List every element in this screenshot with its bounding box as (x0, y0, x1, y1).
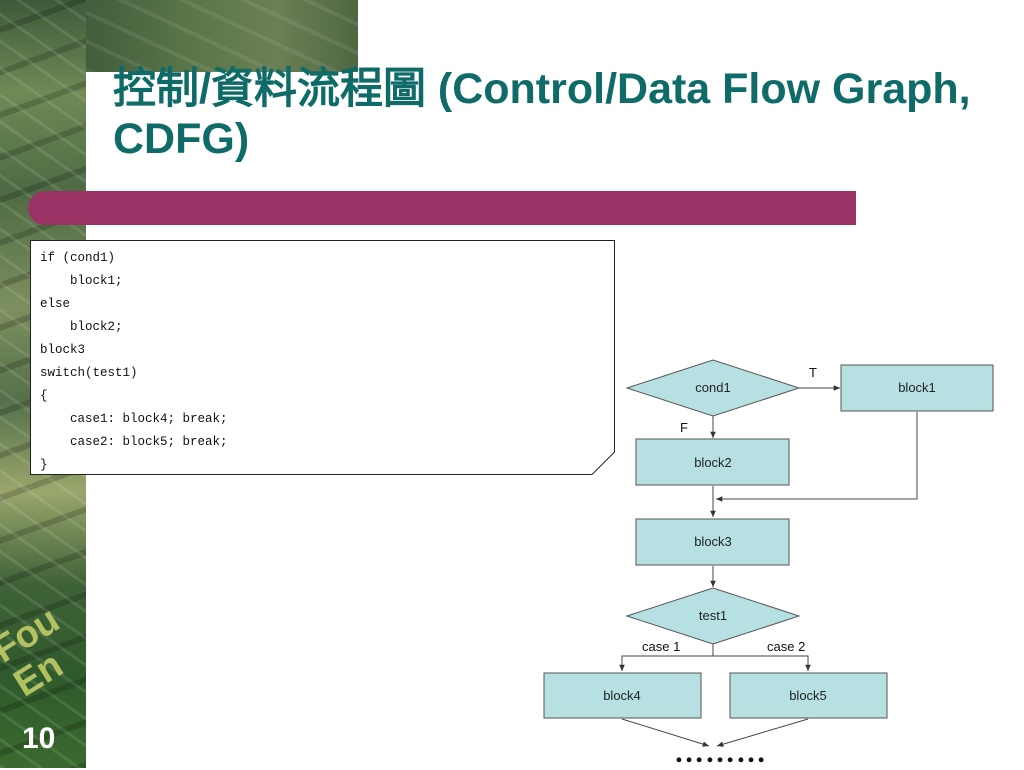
code-listing: if (cond1) block1; else block2; block3 s… (40, 249, 228, 479)
edge-test1-case2 (713, 655, 811, 671)
decision-cond1-label: cond1 (695, 380, 730, 395)
edge-block4-next (621, 718, 710, 747)
flowchart-edges (619, 385, 918, 747)
edge-label-true: T (809, 365, 817, 380)
process-block2: block2 (635, 438, 790, 486)
decision-cond1: cond1 (625, 359, 801, 417)
code-line: { (40, 389, 48, 403)
code-line: block2; (40, 320, 123, 334)
process-block2-label: block2 (694, 455, 732, 470)
process-block4: block4 (543, 672, 702, 719)
continuation-ellipsis: ……… (674, 736, 767, 769)
process-block3-label: block3 (694, 534, 732, 549)
title-accent-bar (28, 191, 856, 225)
code-box: if (cond1) block1; else block2; block3 s… (30, 240, 615, 475)
code-line: case2: block5; break; (40, 435, 228, 449)
edge-test1-case1 (619, 644, 714, 671)
process-block1-label: block1 (898, 380, 936, 395)
page-number: 10 (22, 722, 56, 755)
process-block5: block5 (729, 672, 888, 719)
code-line: block3 (40, 343, 86, 357)
process-block4-label: block4 (603, 688, 641, 703)
decision-test1: test1 (625, 587, 801, 645)
code-line: switch(test1) (40, 366, 138, 380)
decision-test1-label: test1 (699, 608, 727, 623)
process-block5-label: block5 (789, 688, 827, 703)
code-line: if (cond1) (40, 251, 116, 265)
code-line: case1: block4; break; (40, 412, 228, 426)
slide-canvas-top (358, 0, 1024, 72)
edge-block5-next (716, 718, 809, 747)
code-line: block1; (40, 274, 123, 288)
top-photo-decoration (86, 0, 358, 72)
edge-label-case1: case 1 (642, 639, 680, 654)
edge-label-false: F (680, 420, 688, 435)
code-box-frame (30, 240, 615, 475)
edge-block1-merge (716, 412, 918, 502)
edge-label-case2: case 2 (767, 639, 805, 654)
process-block3: block3 (635, 518, 790, 566)
code-line: } (40, 458, 48, 472)
slide-title: 控制/資料流程圖 (Control/Data Flow Graph, CDFG) (113, 65, 971, 163)
code-line: else (40, 297, 71, 311)
process-block1: block1 (840, 364, 994, 412)
